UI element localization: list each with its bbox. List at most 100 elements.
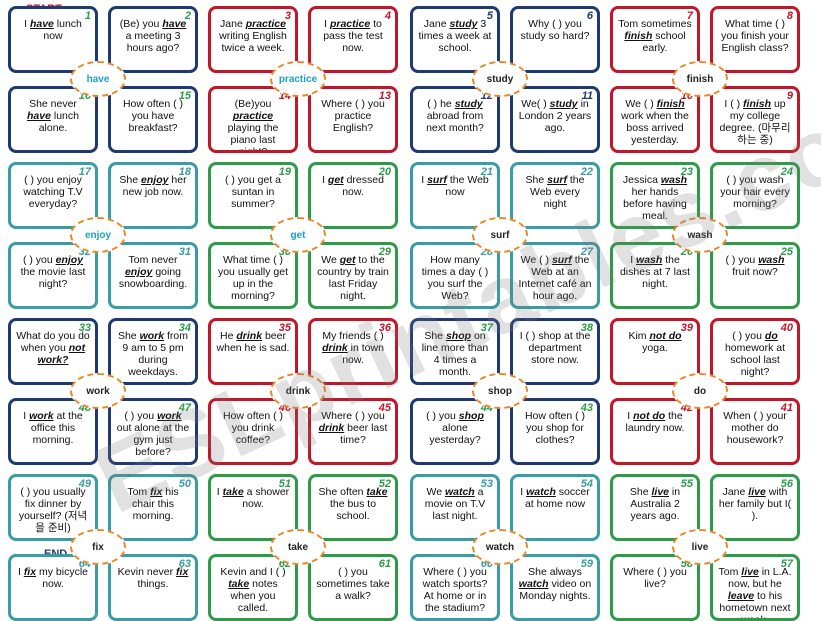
card-text: I surf the Web now: [421, 174, 489, 198]
verb-hub-do: do: [672, 373, 728, 409]
card-text: I not do the laundry now.: [625, 410, 685, 434]
card-number: 36: [378, 322, 391, 334]
card-number: 40: [780, 322, 793, 334]
card-text: ( ) you sometimes take a walk?: [316, 566, 390, 602]
card-text: ( ) you shop alone yesterday?: [426, 410, 484, 446]
game-card-2: 2(Be) you have a meeting 3 hours ago?: [108, 6, 198, 73]
card-text: Tom never enjoy going snowboarding.: [118, 254, 188, 290]
card-text: She shop on line more than 4 times a mon…: [421, 330, 489, 378]
card-number: 18: [178, 166, 191, 178]
card-text: ( ) you enjoy the movie last night?: [20, 254, 86, 290]
card-text: ( ) you wash your hair every morning?: [720, 174, 790, 210]
card-number: 39: [680, 322, 693, 334]
card-text: How often ( ) you have breakfast?: [122, 98, 184, 134]
card-number: 11: [581, 90, 593, 102]
card-number: 51: [278, 478, 291, 490]
card-number: 63: [178, 558, 191, 570]
card-number: 38: [580, 322, 593, 334]
card-text: She surf the Web every night: [525, 174, 585, 210]
card-text: She often take the bus to school.: [318, 486, 388, 522]
card-number: 25: [780, 246, 793, 258]
card-text: Tom fix his chair this morning.: [127, 486, 179, 522]
card-text: Kevin never fix things.: [117, 566, 189, 590]
card-text: ( ) you usually fix dinner by yourself? …: [18, 486, 88, 534]
card-text: I ( ) finish up my college degree. (마무리 …: [719, 98, 791, 146]
card-text: Tom live in L.A. now, but he leave to hi…: [718, 566, 792, 621]
card-text: Where ( ) you practice English?: [321, 98, 385, 134]
verb-hub-get: get: [270, 217, 326, 253]
card-number: 23: [680, 166, 693, 178]
verb-hub-live: live: [672, 529, 728, 565]
card-number: 19: [278, 166, 291, 178]
card-text: We get to the country by train last Frid…: [317, 254, 389, 302]
card-text: She always watch video on Monday nights.: [518, 566, 592, 602]
card-text: How often ( ) you shop for clothes?: [524, 410, 586, 446]
game-card-19: 19( ) you get a suntan in summer?: [208, 162, 298, 229]
verb-hub-surf: surf: [472, 217, 528, 253]
card-text: We( ) study in London 2 years ago.: [518, 98, 592, 134]
card-number: 22: [580, 166, 593, 178]
card-number: 9: [786, 90, 793, 102]
game-card-24: 24( ) you wash your hair every morning?: [710, 162, 800, 229]
card-text: Jane study 3 times a week at school.: [418, 18, 492, 54]
card-number: 1: [84, 10, 91, 22]
verb-hub-take: take: [270, 529, 326, 565]
card-text: What time ( ) you finish your English cl…: [721, 18, 789, 54]
card-text: I work at the office this morning.: [23, 410, 83, 446]
card-text: I get dressed now.: [322, 174, 384, 198]
card-text: How often ( ) you drink coffee?: [222, 410, 284, 446]
card-number: 29: [378, 246, 391, 258]
card-number: 43: [580, 402, 593, 414]
card-number: 49: [78, 478, 91, 490]
card-number: 13: [378, 90, 391, 102]
card-number: 37: [480, 322, 493, 334]
card-number: 34: [178, 322, 191, 334]
game-card-49: 49( ) you usually fix dinner by yourself…: [8, 474, 98, 541]
game-card-12: 12( ) he study abroad from next month?: [410, 86, 500, 153]
card-text: ( ) you enjoy watching T.V everyday?: [23, 174, 83, 210]
card-number: 27: [580, 246, 593, 258]
card-number: 8: [786, 10, 793, 22]
game-card-47: 47( ) you work out alone at the gym just…: [108, 398, 198, 465]
verb-hub-have: have: [70, 61, 126, 97]
card-text: She never have lunch alone.: [27, 98, 79, 134]
card-text: Kevin and I ( ) take notes when you call…: [220, 566, 286, 614]
card-text: I have lunch now: [24, 18, 82, 42]
card-text: Where ( ) you watch sports? At home or i…: [422, 566, 488, 614]
card-number: 45: [378, 402, 391, 414]
card-text: Jane practice writing English twice a we…: [219, 18, 287, 54]
card-number: 55: [680, 478, 693, 490]
card-text: We ( ) finish work when the boss arrived…: [621, 98, 689, 146]
